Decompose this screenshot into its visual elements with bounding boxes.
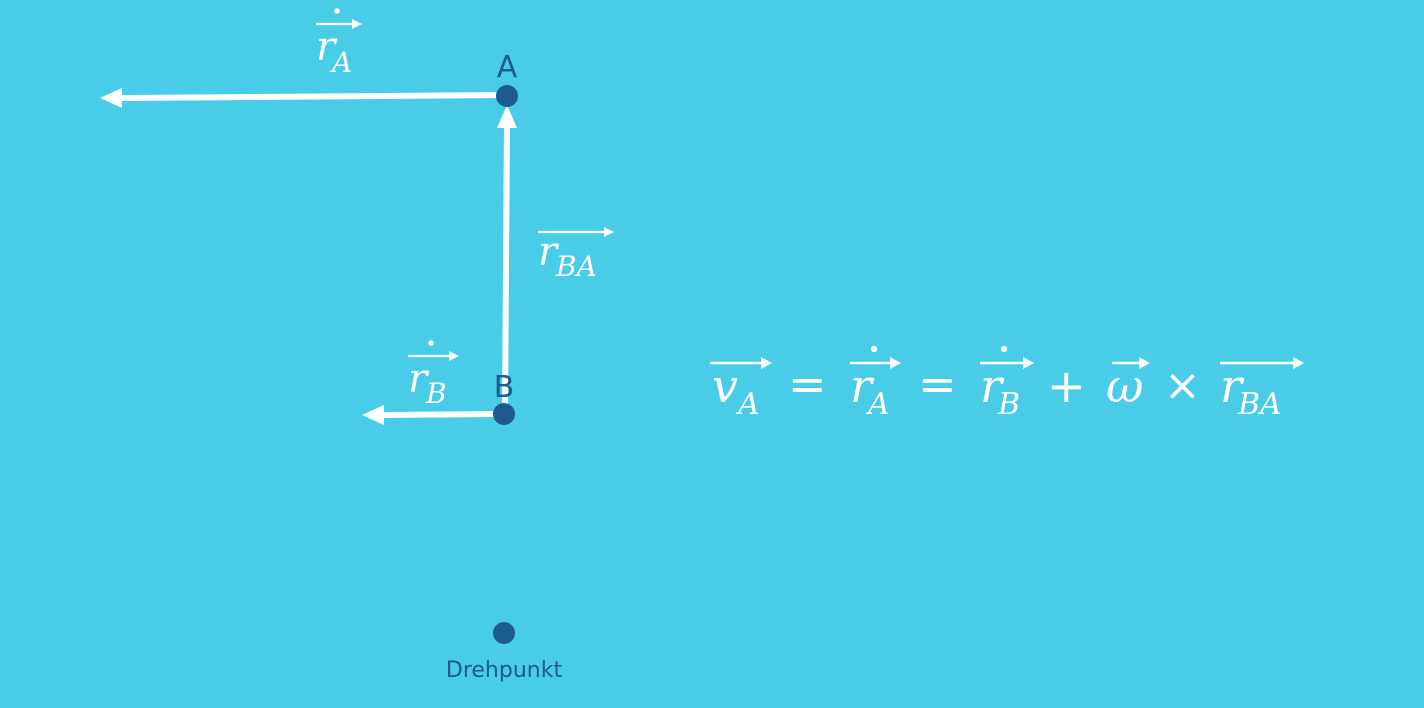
svg-text:r: r [850,359,875,413]
eq-equals-2: = [918,357,957,411]
svg-text:v: v [712,359,738,413]
point-a [496,85,518,107]
svg-text:r: r [980,359,1005,413]
eq-term-rb-dot: r B [980,345,1034,422]
label-rb-dot: r B [408,340,459,410]
position-arrow-ba [497,105,517,411]
point-a-label: A [497,50,518,85]
label-rba: r BA [538,227,614,283]
eq-term-va: v A [710,357,772,422]
svg-text:r: r [538,229,560,275]
eq-term-ra-dot: r A [850,345,901,422]
svg-text:r: r [316,24,338,70]
svg-text:A: A [329,46,352,79]
pivot-label: Drehpunkt [446,658,563,683]
label-ra-dot: r A [316,8,362,79]
svg-text:ω: ω [1106,359,1144,413]
svg-text:B: B [425,377,447,410]
velocity-arrow-b [362,405,501,425]
svg-text:A: A [735,387,760,422]
svg-text:BA: BA [555,250,597,283]
svg-text:r: r [408,356,430,402]
eq-times: × [1164,360,1201,411]
svg-text:A: A [865,387,890,422]
eq-plus: + [1047,359,1086,413]
eq-equals-1: = [788,357,827,411]
eq-term-omega: ω [1106,357,1150,413]
velocity-arrow-a [100,88,506,108]
svg-text:BA: BA [1237,387,1282,422]
svg-text:B: B [997,387,1020,422]
pivot-point [493,622,515,644]
svg-text:r: r [1220,359,1245,413]
eq-term-rba: r BA [1220,357,1304,422]
velocity-equation: v A = r A = r B + ω × [710,345,1304,422]
point-b-label: B [494,370,515,405]
point-b [493,403,515,425]
